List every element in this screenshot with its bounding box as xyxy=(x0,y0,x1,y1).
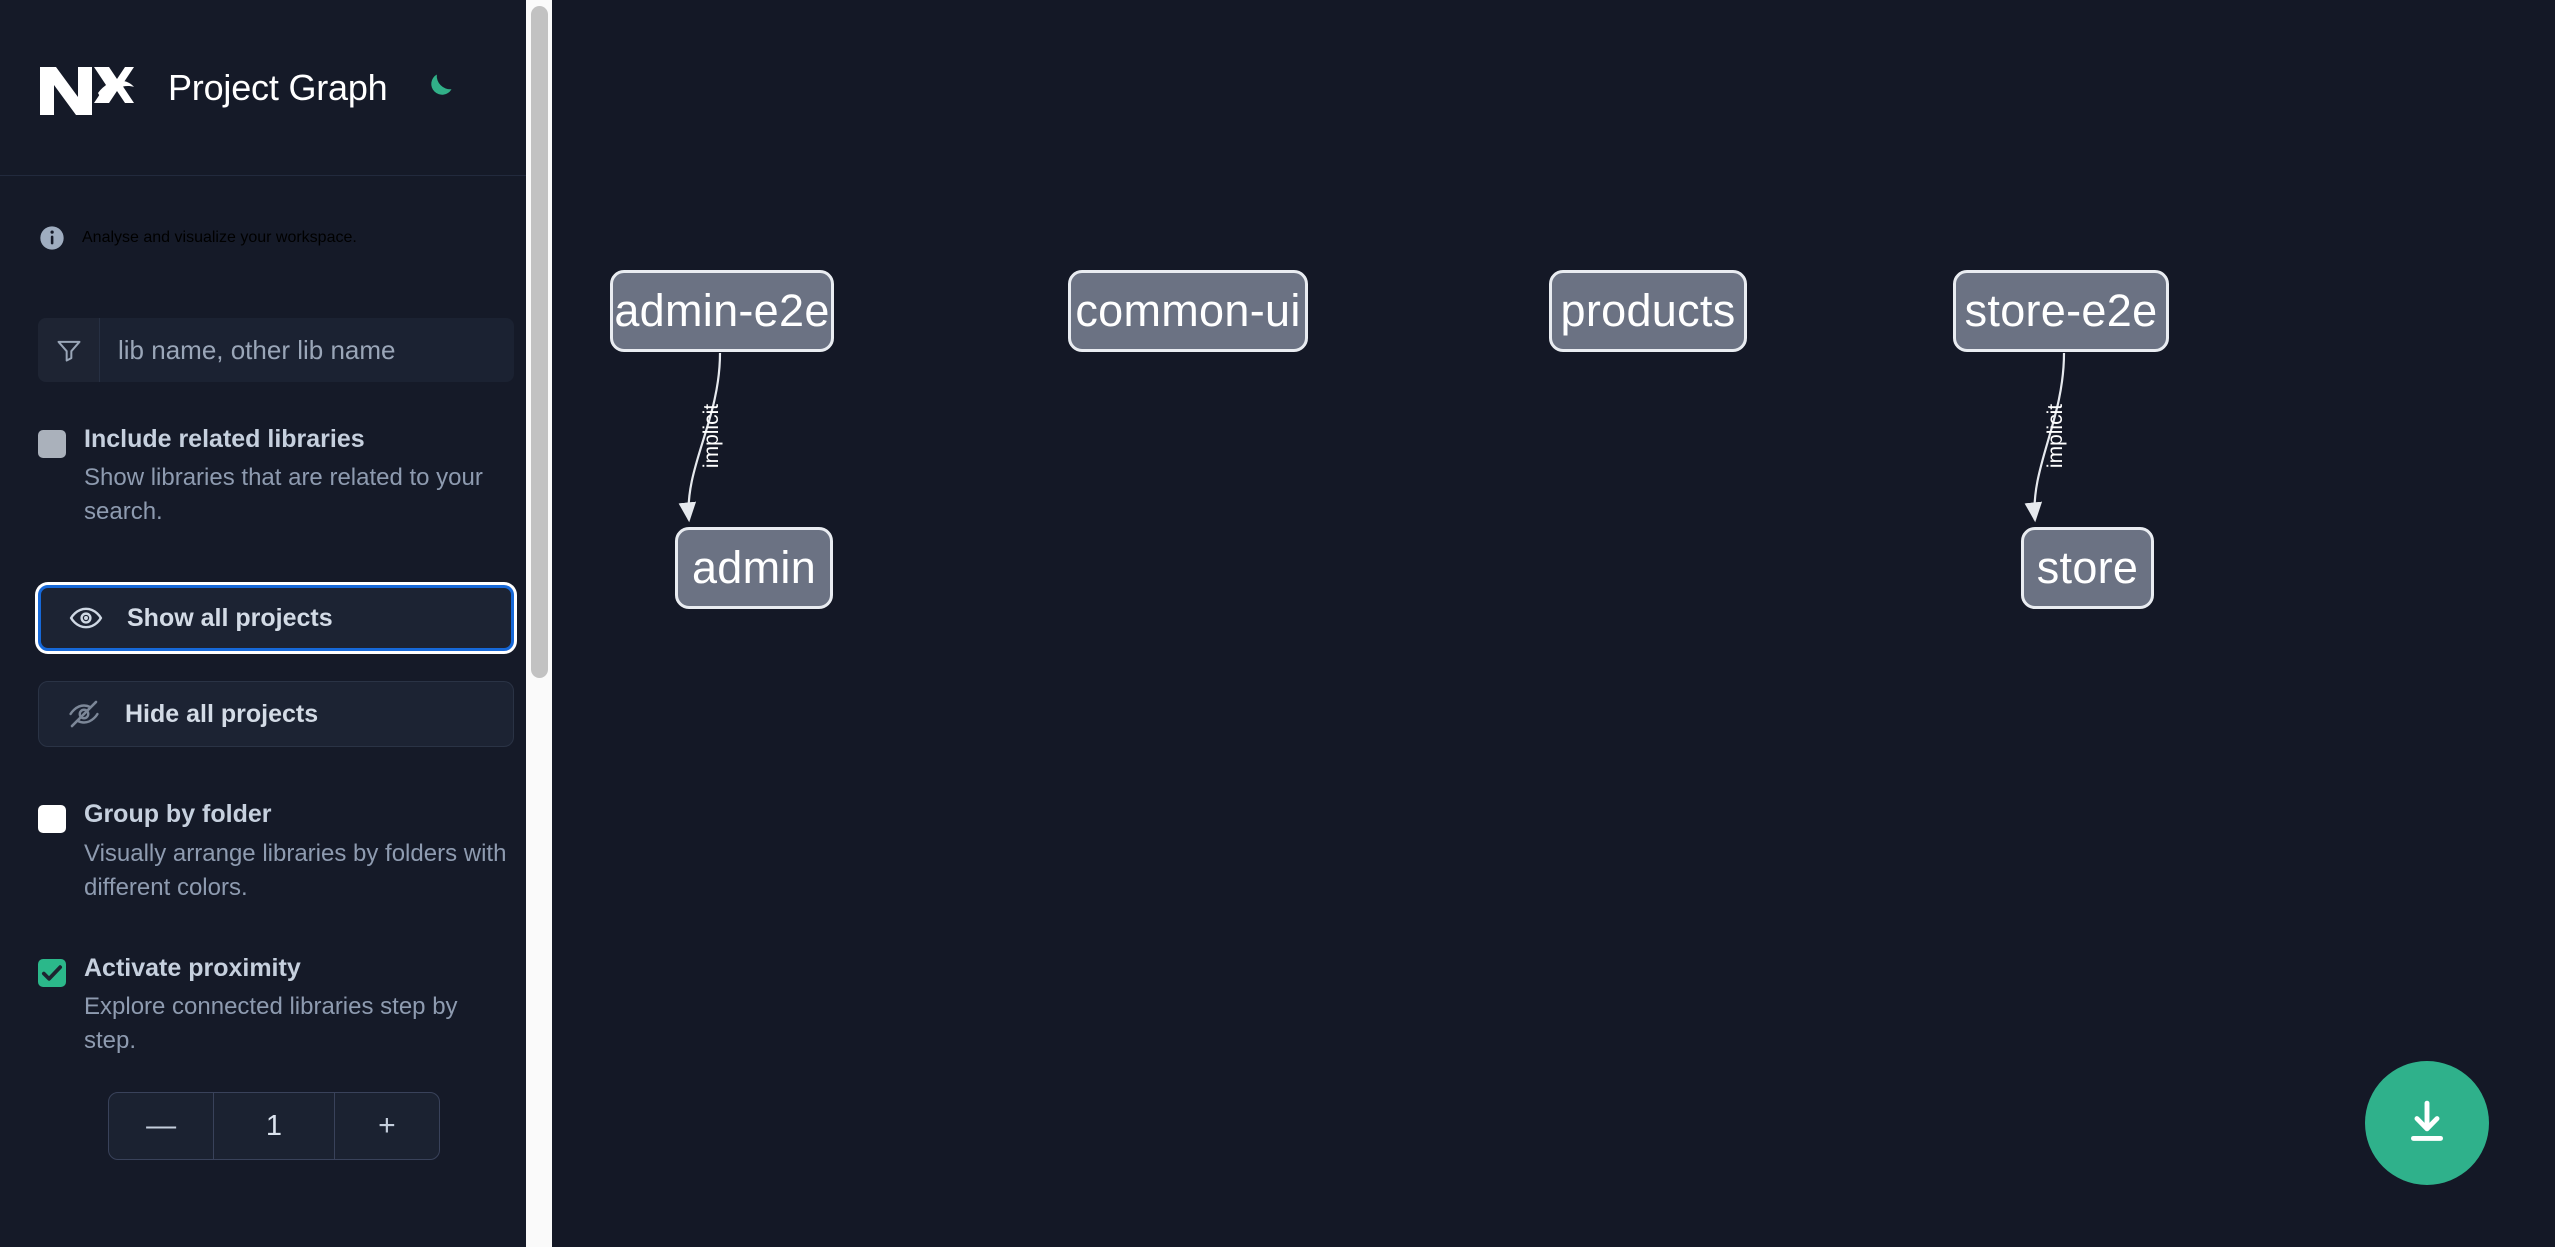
download-icon xyxy=(2411,1100,2443,1141)
nx-logo xyxy=(38,59,134,117)
graph-node-store[interactable]: store xyxy=(2021,527,2154,609)
hide-all-projects-button[interactable]: Hide all projects xyxy=(38,681,514,748)
sidebar-header: Project Graph xyxy=(0,0,552,176)
sidebar-scrollbar-thumb[interactable] xyxy=(531,6,548,678)
option-label: Group by folder xyxy=(84,800,272,829)
eye-icon xyxy=(69,601,103,635)
edge-label-implicit-admin: implicit xyxy=(700,403,723,469)
tagline-text: Analyse and visualize your workspace. xyxy=(82,229,357,246)
option-label: Include related libraries xyxy=(84,425,365,453)
tagline: Analyse and visualize your workspace. xyxy=(0,176,552,252)
page-title: Project Graph xyxy=(168,66,388,108)
filter-bar xyxy=(38,318,514,382)
info-icon xyxy=(38,224,66,252)
option-label: Activate proximity xyxy=(84,953,301,982)
show-all-projects-label: Show all projects xyxy=(127,603,333,632)
download-graph-button[interactable] xyxy=(2365,1061,2489,1185)
stepper-increment-button[interactable]: + xyxy=(378,1109,396,1143)
graph-node-admin-e2e[interactable]: admin-e2e xyxy=(610,270,834,352)
check-icon xyxy=(41,965,63,981)
option-include-related[interactable]: Include related libraries Show libraries… xyxy=(0,424,552,529)
search-input[interactable] xyxy=(100,318,514,382)
stepper-decrement-button[interactable]: — xyxy=(146,1109,177,1143)
eye-off-icon xyxy=(67,697,101,731)
option-activate-proximity[interactable]: Activate proximity Explore connected lib… xyxy=(0,953,552,1058)
graph-node-products[interactable]: products xyxy=(1549,270,1747,352)
sidebar-scrollbar[interactable] xyxy=(526,0,552,1247)
graph-canvas[interactable]: implicit implicit admin-e2e common-ui pr… xyxy=(552,0,2555,1247)
moon-icon[interactable] xyxy=(416,66,460,110)
option-description: Visually arrange libraries by folders wi… xyxy=(84,839,507,901)
option-description: Show libraries that are related to your … xyxy=(84,464,483,526)
edge-label-implicit-store: implicit xyxy=(2044,403,2067,469)
checkbox-include-related[interactable] xyxy=(38,430,66,458)
checkbox-activate-proximity[interactable] xyxy=(38,958,66,987)
graph-node-store-e2e[interactable]: store-e2e xyxy=(1953,270,2169,352)
graph-edges xyxy=(678,352,2066,523)
funnel-icon xyxy=(38,318,100,382)
proximity-stepper: — 1 + xyxy=(108,1092,440,1161)
graph-node-admin[interactable]: admin xyxy=(675,527,833,609)
option-group-by-folder[interactable]: Group by folder Visually arrange librari… xyxy=(0,799,552,904)
hide-all-projects-label: Hide all projects xyxy=(125,699,319,728)
checkbox-group-by-folder[interactable] xyxy=(38,805,66,834)
show-all-projects-button[interactable]: Show all projects xyxy=(38,585,514,652)
stepper-value: 1 xyxy=(213,1093,335,1160)
option-description: Explore connected libraries step by step… xyxy=(84,993,458,1055)
sidebar: Project Graph Analyse and visualize your… xyxy=(0,0,552,1247)
graph-node-common-ui[interactable]: common-ui xyxy=(1068,270,1308,352)
